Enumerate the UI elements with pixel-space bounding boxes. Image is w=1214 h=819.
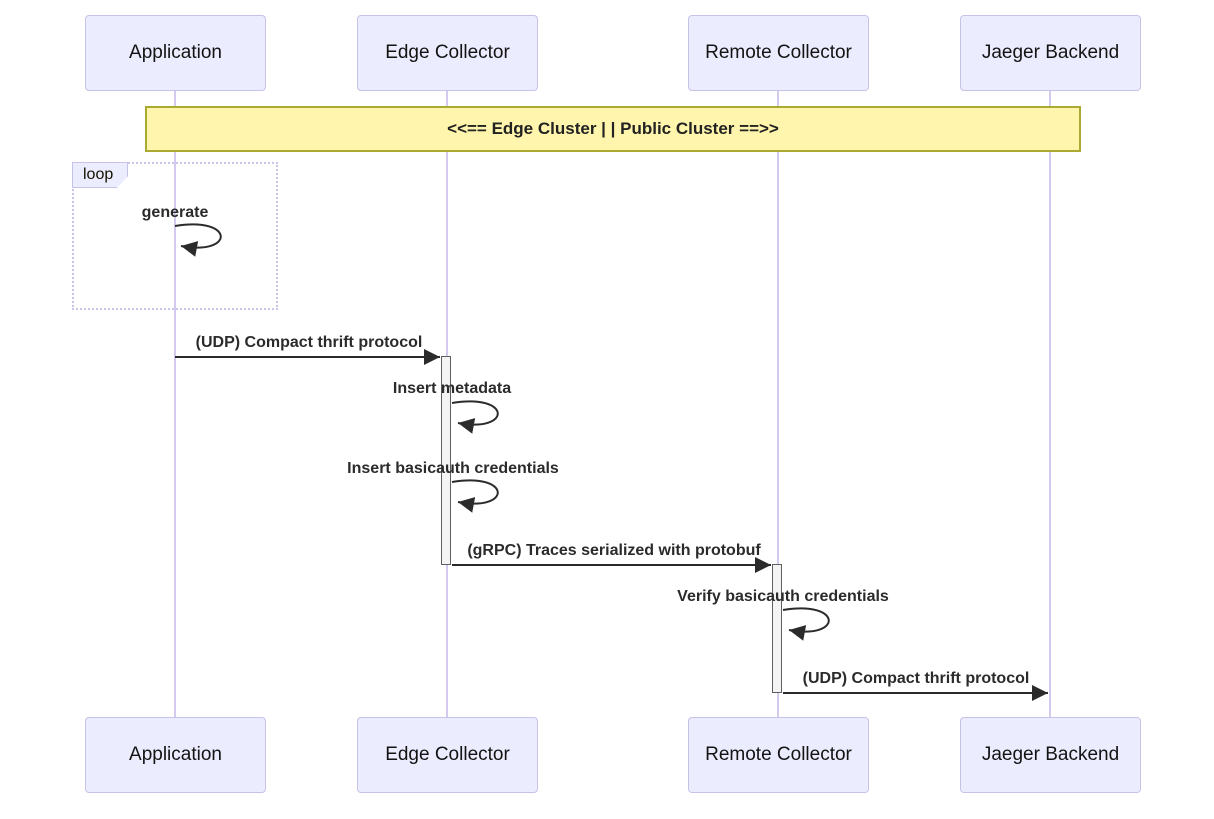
participant-label: Jaeger Backend [981, 744, 1120, 765]
message-label-grpc: (gRPC) Traces serialized with protobuf [467, 542, 761, 559]
cluster-note-text: <<== Edge Cluster | | Public Cluster ==>… [447, 119, 779, 138]
loop-label-text: loop [83, 166, 114, 183]
loop-frame: loop [72, 162, 278, 310]
message-label-udp-2: (UDP) Compact thrift protocol [802, 670, 1030, 687]
self-loop-insert-metadata [451, 400, 499, 434]
message-label-udp-1: (UDP) Compact thrift protocol [195, 334, 423, 351]
cluster-note: <<== Edge Cluster | | Public Cluster ==>… [145, 106, 1081, 152]
message-label-insert-basicauth: Insert basicauth credentials [347, 460, 559, 477]
participant-top-edge-collector: Edge Collector [357, 15, 538, 91]
participant-bottom-edge-collector: Edge Collector [357, 717, 538, 793]
participant-top-application: Application [85, 15, 266, 91]
loop-label: loop [72, 162, 128, 188]
message-label-insert-metadata: Insert metadata [392, 380, 512, 397]
lifeline-jaeger-backend [1049, 91, 1051, 717]
activation-edge-collector [441, 356, 451, 565]
participant-label: Edge Collector [385, 42, 510, 63]
participant-top-remote-collector: Remote Collector [688, 15, 869, 91]
activation-remote-collector [772, 564, 782, 693]
lifeline-application [174, 91, 176, 717]
participant-label: Application [129, 42, 222, 63]
self-loop-verify-basicauth [782, 607, 830, 641]
participant-label: Edge Collector [385, 744, 510, 765]
message-label-verify-basicauth: Verify basicauth credentials [677, 588, 889, 605]
participant-label: Jaeger Backend [981, 42, 1120, 63]
participant-bottom-remote-collector: Remote Collector [688, 717, 869, 793]
participant-label: Application [129, 744, 222, 765]
participant-top-jaeger-backend: Jaeger Backend [960, 15, 1141, 91]
participant-label: Remote Collector [705, 42, 852, 63]
lifeline-remote-collector [777, 91, 779, 717]
self-loop-insert-basicauth [451, 479, 499, 513]
participant-bottom-jaeger-backend: Jaeger Backend [960, 717, 1141, 793]
participant-label: Remote Collector [705, 744, 852, 765]
participant-bottom-application: Application [85, 717, 266, 793]
message-label-generate: generate [141, 204, 209, 221]
